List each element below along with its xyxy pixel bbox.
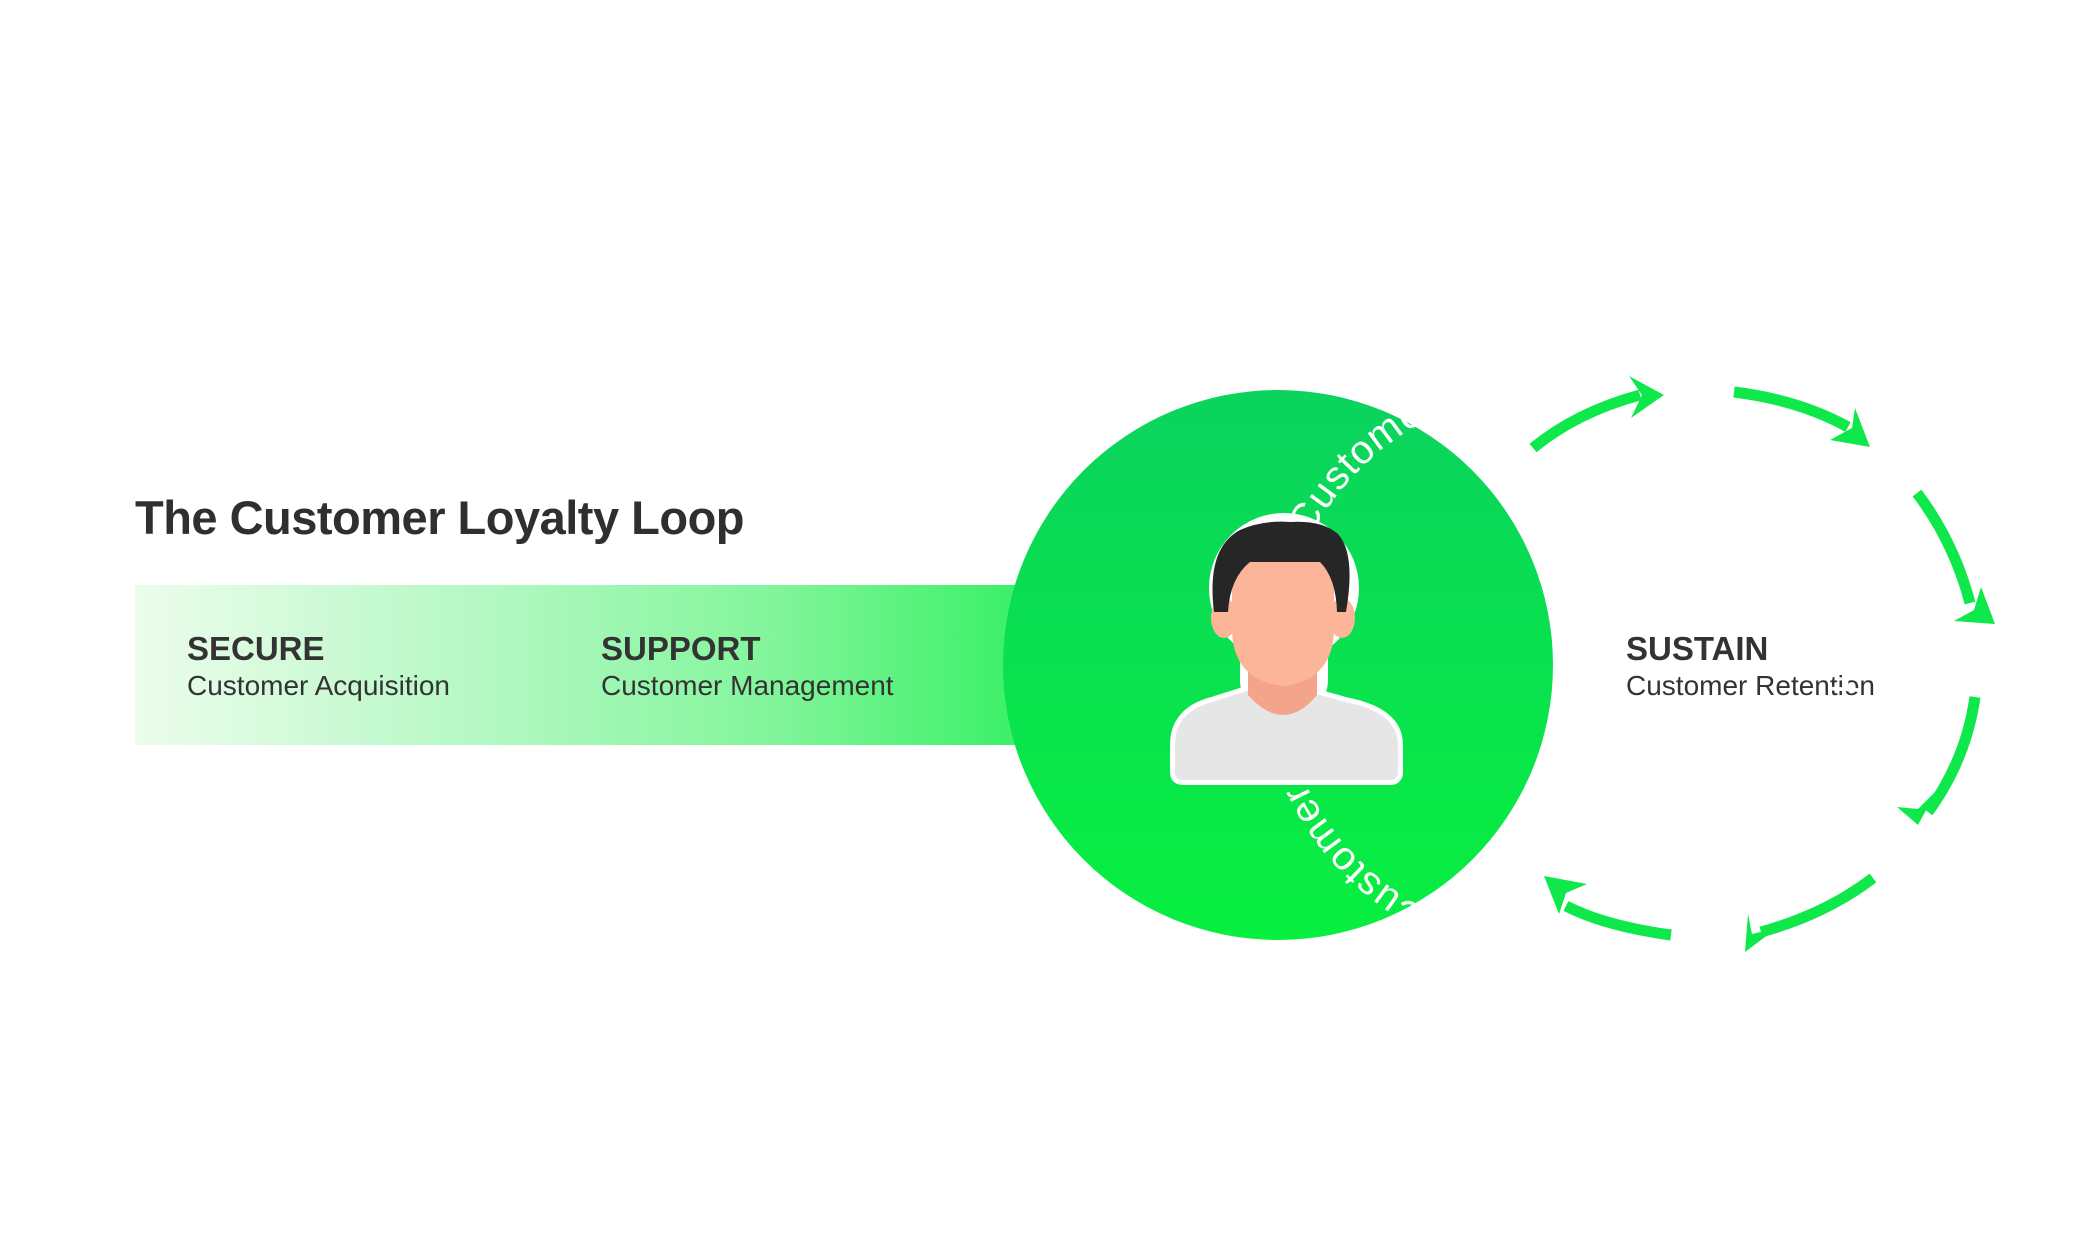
stage-sustain-heading: SUSTAIN: [1626, 630, 1769, 667]
loop-arrowheads: [1544, 376, 1995, 952]
stage-sustain: SUSTAIN Customer Retention: [1626, 630, 1875, 704]
happy-customer-ring-text: Happy Customer: [1555, 353, 1838, 552]
loop-arrowhead-2: [1830, 408, 1870, 447]
diagram-title: The Customer Loyalty Loop: [135, 491, 745, 544]
loop-arrowhead-1: [1629, 376, 1664, 418]
stage-sustain-subheading: Customer Retention: [1626, 670, 1876, 701]
loop-arrowhead-5: [1745, 914, 1777, 952]
circular-arrows-icon: [1529, 386, 1981, 941]
stage-secure-subheading: Customer Acquisition: [187, 670, 451, 701]
stage-secure: SECURE Customer Acquisition: [187, 630, 450, 704]
stage-secure-heading: SECURE: [187, 630, 325, 667]
stage-support-subheading: Customer Management: [601, 670, 894, 701]
customer-avatar-icon: [1170, 513, 1403, 785]
loop-arrowhead-6: [1544, 876, 1587, 914]
ring-text-2: Happy Customer: [1555, 353, 1838, 552]
stage-support: SUPPORT Customer Management: [601, 630, 894, 704]
loop-arrowhead-4: [1897, 790, 1937, 825]
stage-support-heading: SUPPORT: [601, 630, 761, 667]
loop-arrowhead-3: [1954, 587, 1995, 624]
